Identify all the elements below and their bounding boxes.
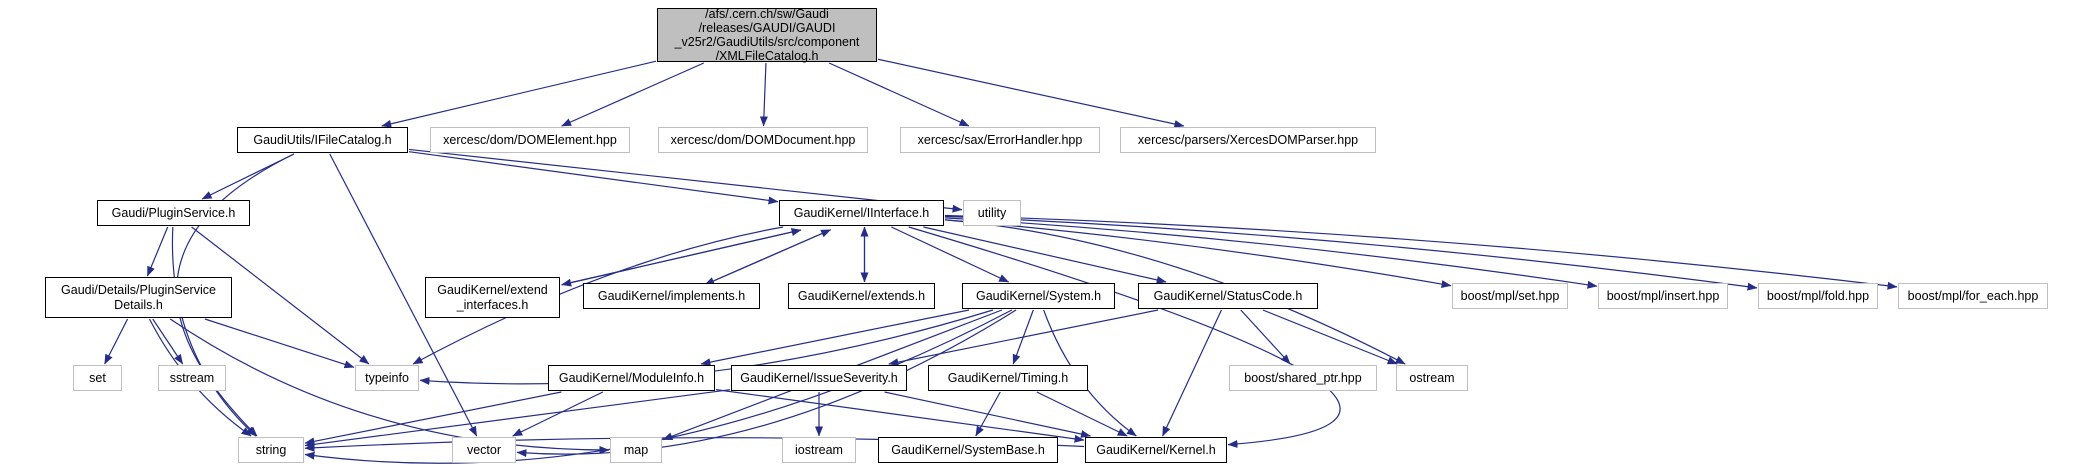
node-tim[interactable]: GaudiKernel/Timing.h: [928, 365, 1088, 391]
edge-iint-mfe: [944, 214, 1898, 290]
node-stc[interactable]: GaudiKernel/StatusCode.h: [1138, 283, 1318, 309]
edge-iint-ostr: [944, 219, 1406, 365]
edge-minfo-ker: [715, 389, 1085, 443]
edge-tim-ker: [1036, 391, 1128, 437]
node-mset: boost/mpl/set.hpp: [1452, 283, 1568, 309]
edge-minfo-str: [304, 391, 562, 446]
node-set: set: [73, 365, 122, 391]
edge-psd-sst: [152, 318, 184, 365]
node-ios: iostream: [782, 437, 856, 463]
edge-psd-set: [104, 318, 129, 365]
edge-ps-tinfo: [191, 226, 370, 365]
node-vec: vector: [452, 437, 516, 463]
edge-iint-sys: [891, 226, 1010, 283]
node-util: utility: [963, 200, 1021, 226]
edge-psd-tinfo: [204, 318, 355, 369]
edge-ifc-vec: [329, 153, 478, 437]
edge-stc-ker: [1162, 309, 1222, 437]
edge-psd-map: [169, 318, 610, 455]
edge-sys-vec: [516, 309, 1017, 458]
node-sys[interactable]: GaudiKernel/System.h: [962, 283, 1115, 309]
edge-exti-iint: [561, 228, 802, 286]
node-psd[interactable]: Gaudi/Details/PluginService Details.h: [45, 277, 232, 318]
node-minfo[interactable]: GaudiKernel/ModuleInfo.h: [548, 365, 715, 391]
edge-ps-str: [171, 226, 257, 437]
edge-sys-minfo: [700, 309, 970, 367]
node-mfe: boost/mpl/for_each.hpp: [1898, 283, 2048, 309]
edge-iint-stc: [923, 226, 1167, 284]
node-dome: xercesc/dom/DOMElement.hpp: [430, 127, 630, 153]
edge-root-xdp: [877, 58, 1185, 128]
node-str: string: [238, 437, 304, 463]
edge-ifc-util: [408, 148, 963, 213]
edge-ifc-iint: [408, 151, 779, 205]
node-mfold: boost/mpl/fold.hpp: [1758, 283, 1878, 309]
node-impl[interactable]: GaudiKernel/implements.h: [583, 283, 760, 309]
node-exts[interactable]: GaudiKernel/extends.h: [788, 283, 935, 309]
node-root: /afs/.cern.ch/sw/Gaudi /releases/GAUDI/G…: [657, 7, 877, 63]
node-isev[interactable]: GaudiKernel/IssueSeverity.h: [731, 365, 907, 391]
node-errh: xercesc/sax/ErrorHandler.hpp: [900, 127, 1100, 153]
edge-impl-iint: [704, 229, 832, 286]
edge-stc-ostr: [1262, 309, 1398, 365]
node-ostr: ostream: [1396, 365, 1468, 391]
edge-ps-psd: [146, 226, 169, 277]
edge-stc-isev: [888, 309, 1159, 367]
node-ker[interactable]: GaudiKernel/Kernel.h: [1085, 437, 1227, 463]
edge-root-domd: [759, 62, 768, 127]
node-domd: xercesc/dom/DOMDocument.hpp: [658, 127, 868, 153]
node-mins: boost/mpl/insert.hpp: [1598, 283, 1728, 309]
node-map: map: [610, 437, 662, 463]
edge-isev-str: [304, 389, 731, 449]
edge-stc-shp: [1240, 309, 1291, 365]
node-tinfo: typeinfo: [355, 365, 419, 391]
node-iint[interactable]: GaudiKernel/IInterface.h: [779, 200, 944, 226]
node-ifc[interactable]: GaudiUtils/IFileCatalog.h: [237, 127, 408, 153]
node-sysb[interactable]: GaudiKernel/SystemBase.h: [878, 437, 1058, 463]
node-exti[interactable]: GaudiKernel/extend _interfaces.h: [425, 277, 560, 318]
edge-iint-mins: [944, 217, 1598, 289]
edge-minfo-vec: [512, 391, 604, 437]
node-xdp: xercesc/parsers/XercesDOMParser.hpp: [1120, 127, 1376, 153]
edge-root-ifc: [381, 60, 657, 128]
edge-iint-mfold: [944, 215, 1758, 291]
edge-tim-sysb: [975, 391, 1001, 437]
node-ps[interactable]: Gaudi/PluginService.h: [97, 200, 250, 226]
edge-iint-tinfo: [412, 226, 784, 365]
node-shp: boost/shared_ptr.hpp: [1229, 365, 1377, 391]
edge-root-errh: [828, 62, 970, 127]
node-sst: sstream: [158, 365, 226, 391]
edge-root-dome: [561, 62, 705, 127]
